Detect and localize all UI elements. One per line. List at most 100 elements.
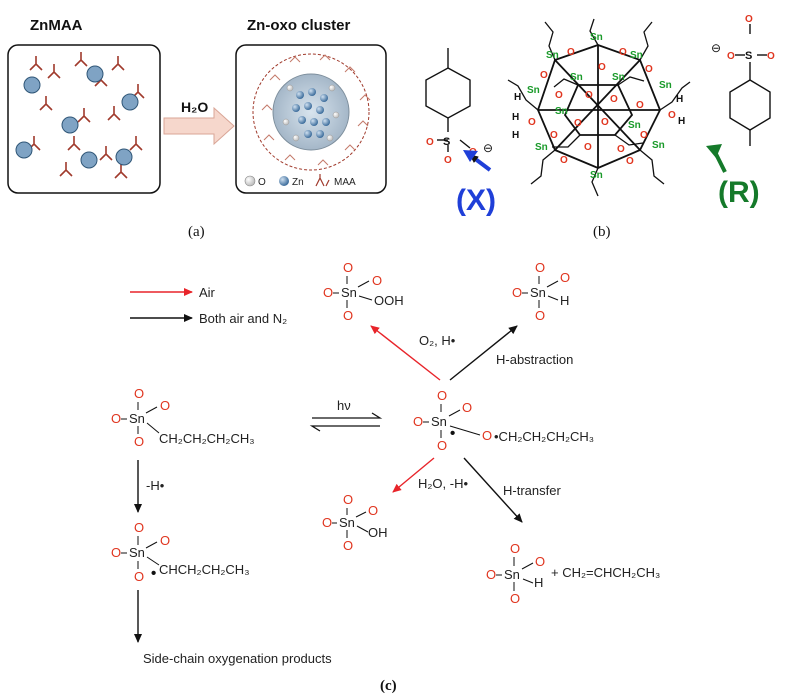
minus-h-label: -H• (146, 478, 165, 493)
s-right: S (745, 50, 752, 62)
o-atom: O (668, 110, 676, 121)
air-arrow-to-oh (392, 457, 435, 493)
butyl-chains (507, 18, 691, 197)
legend-maa-icon (315, 174, 330, 187)
o-atom: O (368, 503, 378, 518)
sn-atom: Sn (341, 285, 357, 300)
tosylate-right (729, 24, 771, 146)
o-atom: O (437, 388, 447, 403)
zn-oxo-cluster-title: Zn-oxo cluster (247, 17, 351, 34)
o-left-2: O (444, 155, 452, 166)
minus-left: ⊖ (483, 141, 493, 155)
sn-atom: Sn (527, 85, 540, 96)
sn-atom: Sn (590, 32, 603, 43)
h-atom: H (678, 116, 685, 127)
o-atom: O (555, 90, 563, 101)
o-atom: O (560, 270, 570, 285)
o-atom: O (510, 541, 520, 556)
sn-atom: Sn (431, 414, 447, 429)
caption-c: (c) (380, 678, 397, 694)
h-transfer-label: H-transfer (503, 483, 561, 498)
o-atom: O (486, 567, 496, 582)
o-atom: O (413, 414, 423, 429)
o-left-1: O (426, 137, 434, 148)
forward-equilibrium-arrow (312, 412, 383, 419)
tosylate-left (425, 48, 471, 152)
o-atom: O (598, 62, 606, 73)
sn-atom: Sn (652, 140, 665, 151)
cluster-shell-ligands (261, 54, 371, 166)
carbon-radical-dot: • (151, 565, 156, 582)
sn-atom: Sn (129, 545, 145, 560)
sn-h-product-top: O O O O Sn H (512, 260, 570, 323)
o-atom: O (640, 130, 648, 141)
h-transfer-arrow (463, 457, 523, 523)
sn-atom: Sn (504, 567, 520, 582)
o2-h-label: O₂, H• (419, 333, 456, 348)
sn-atom: Sn (555, 106, 568, 117)
caption-b: (b) (593, 224, 611, 240)
o-atom: O (574, 118, 582, 129)
sn-atom: Sn (612, 72, 625, 83)
ooh-group: OOH (374, 293, 404, 308)
o-atom: O (343, 308, 353, 323)
o-atom: O (528, 117, 536, 128)
butene-product: + CH₂=CHCH₂CH₃ (551, 565, 660, 580)
o-atom: O (535, 260, 545, 275)
caption-a: (a) (188, 224, 205, 240)
o-atom: O (512, 285, 522, 300)
h-abstraction-arrow (449, 325, 518, 381)
x-label: (X) (456, 184, 496, 217)
sidechain-radical-chain: CHCH₂CH₂CH₃ (159, 562, 250, 577)
sn-atom: Sn (129, 411, 145, 426)
sn-atom: Sn (535, 142, 548, 153)
o-atom: O (134, 434, 144, 449)
o-atom: O (134, 520, 144, 535)
znmaa-molecules (27, 52, 145, 179)
panel-a: ZnMAA H₂O Zn-oxo cluster (7, 17, 387, 240)
x-arrow (468, 153, 492, 172)
sn-atom: Sn (570, 72, 583, 83)
h-atom: H (512, 112, 519, 123)
h-atom: H (676, 94, 683, 105)
cluster-o-atoms (282, 84, 340, 142)
zn-ions (15, 65, 139, 169)
r-arrow-head (706, 144, 722, 158)
o-atom: O (462, 400, 472, 415)
sn-atom: Sn (628, 120, 641, 131)
legend-zn-label: Zn (292, 177, 304, 188)
o-atom: O (134, 569, 144, 584)
tin-atoms: Sn Sn Sn Sn Sn Sn Sn Sn Sn Sn Sn Sn (527, 32, 672, 181)
cluster-zn-atoms (292, 88, 330, 138)
panel-a-legend: O Zn MAA (244, 174, 356, 188)
oxo-atoms: O O O O O O O O O O O O O O O O O O O (528, 47, 676, 167)
o-atom: O (567, 47, 575, 58)
o-atom: O (617, 144, 625, 155)
o-atom: O (636, 100, 644, 111)
cluster-core (272, 73, 350, 151)
x-arrow-head (463, 150, 478, 162)
o-atom: O (584, 142, 592, 153)
o-atom: O (482, 428, 492, 443)
o-atom: O (437, 438, 447, 453)
o-atom: O (535, 554, 545, 569)
sn-atom: Sn (659, 80, 672, 91)
o-atom: O (601, 117, 609, 128)
h-atom: H (560, 293, 569, 308)
h-atom: H (514, 92, 521, 103)
o-atom: O (343, 538, 353, 553)
sn-atom: Sn (630, 50, 643, 61)
o-right-3: O (767, 51, 775, 62)
start-material: O O O O Sn CH₂CH₂CH₂CH₃ (111, 386, 255, 449)
o-atom: O (619, 47, 627, 58)
o-atom: O (610, 94, 618, 105)
h2o-reaction-arrow (163, 106, 235, 146)
butyl-chain: CH₂CH₂CH₂CH₃ (159, 431, 255, 446)
o-atom: O (645, 64, 653, 75)
butyl-radical: •CH₂CH₂CH₂CH₃ (494, 429, 594, 444)
oh-group: OH (368, 525, 388, 540)
sn-atom: Sn (339, 515, 355, 530)
sn-ooh-product: O O O O Sn OOH (323, 260, 404, 323)
legend-zn-icon (279, 176, 289, 186)
